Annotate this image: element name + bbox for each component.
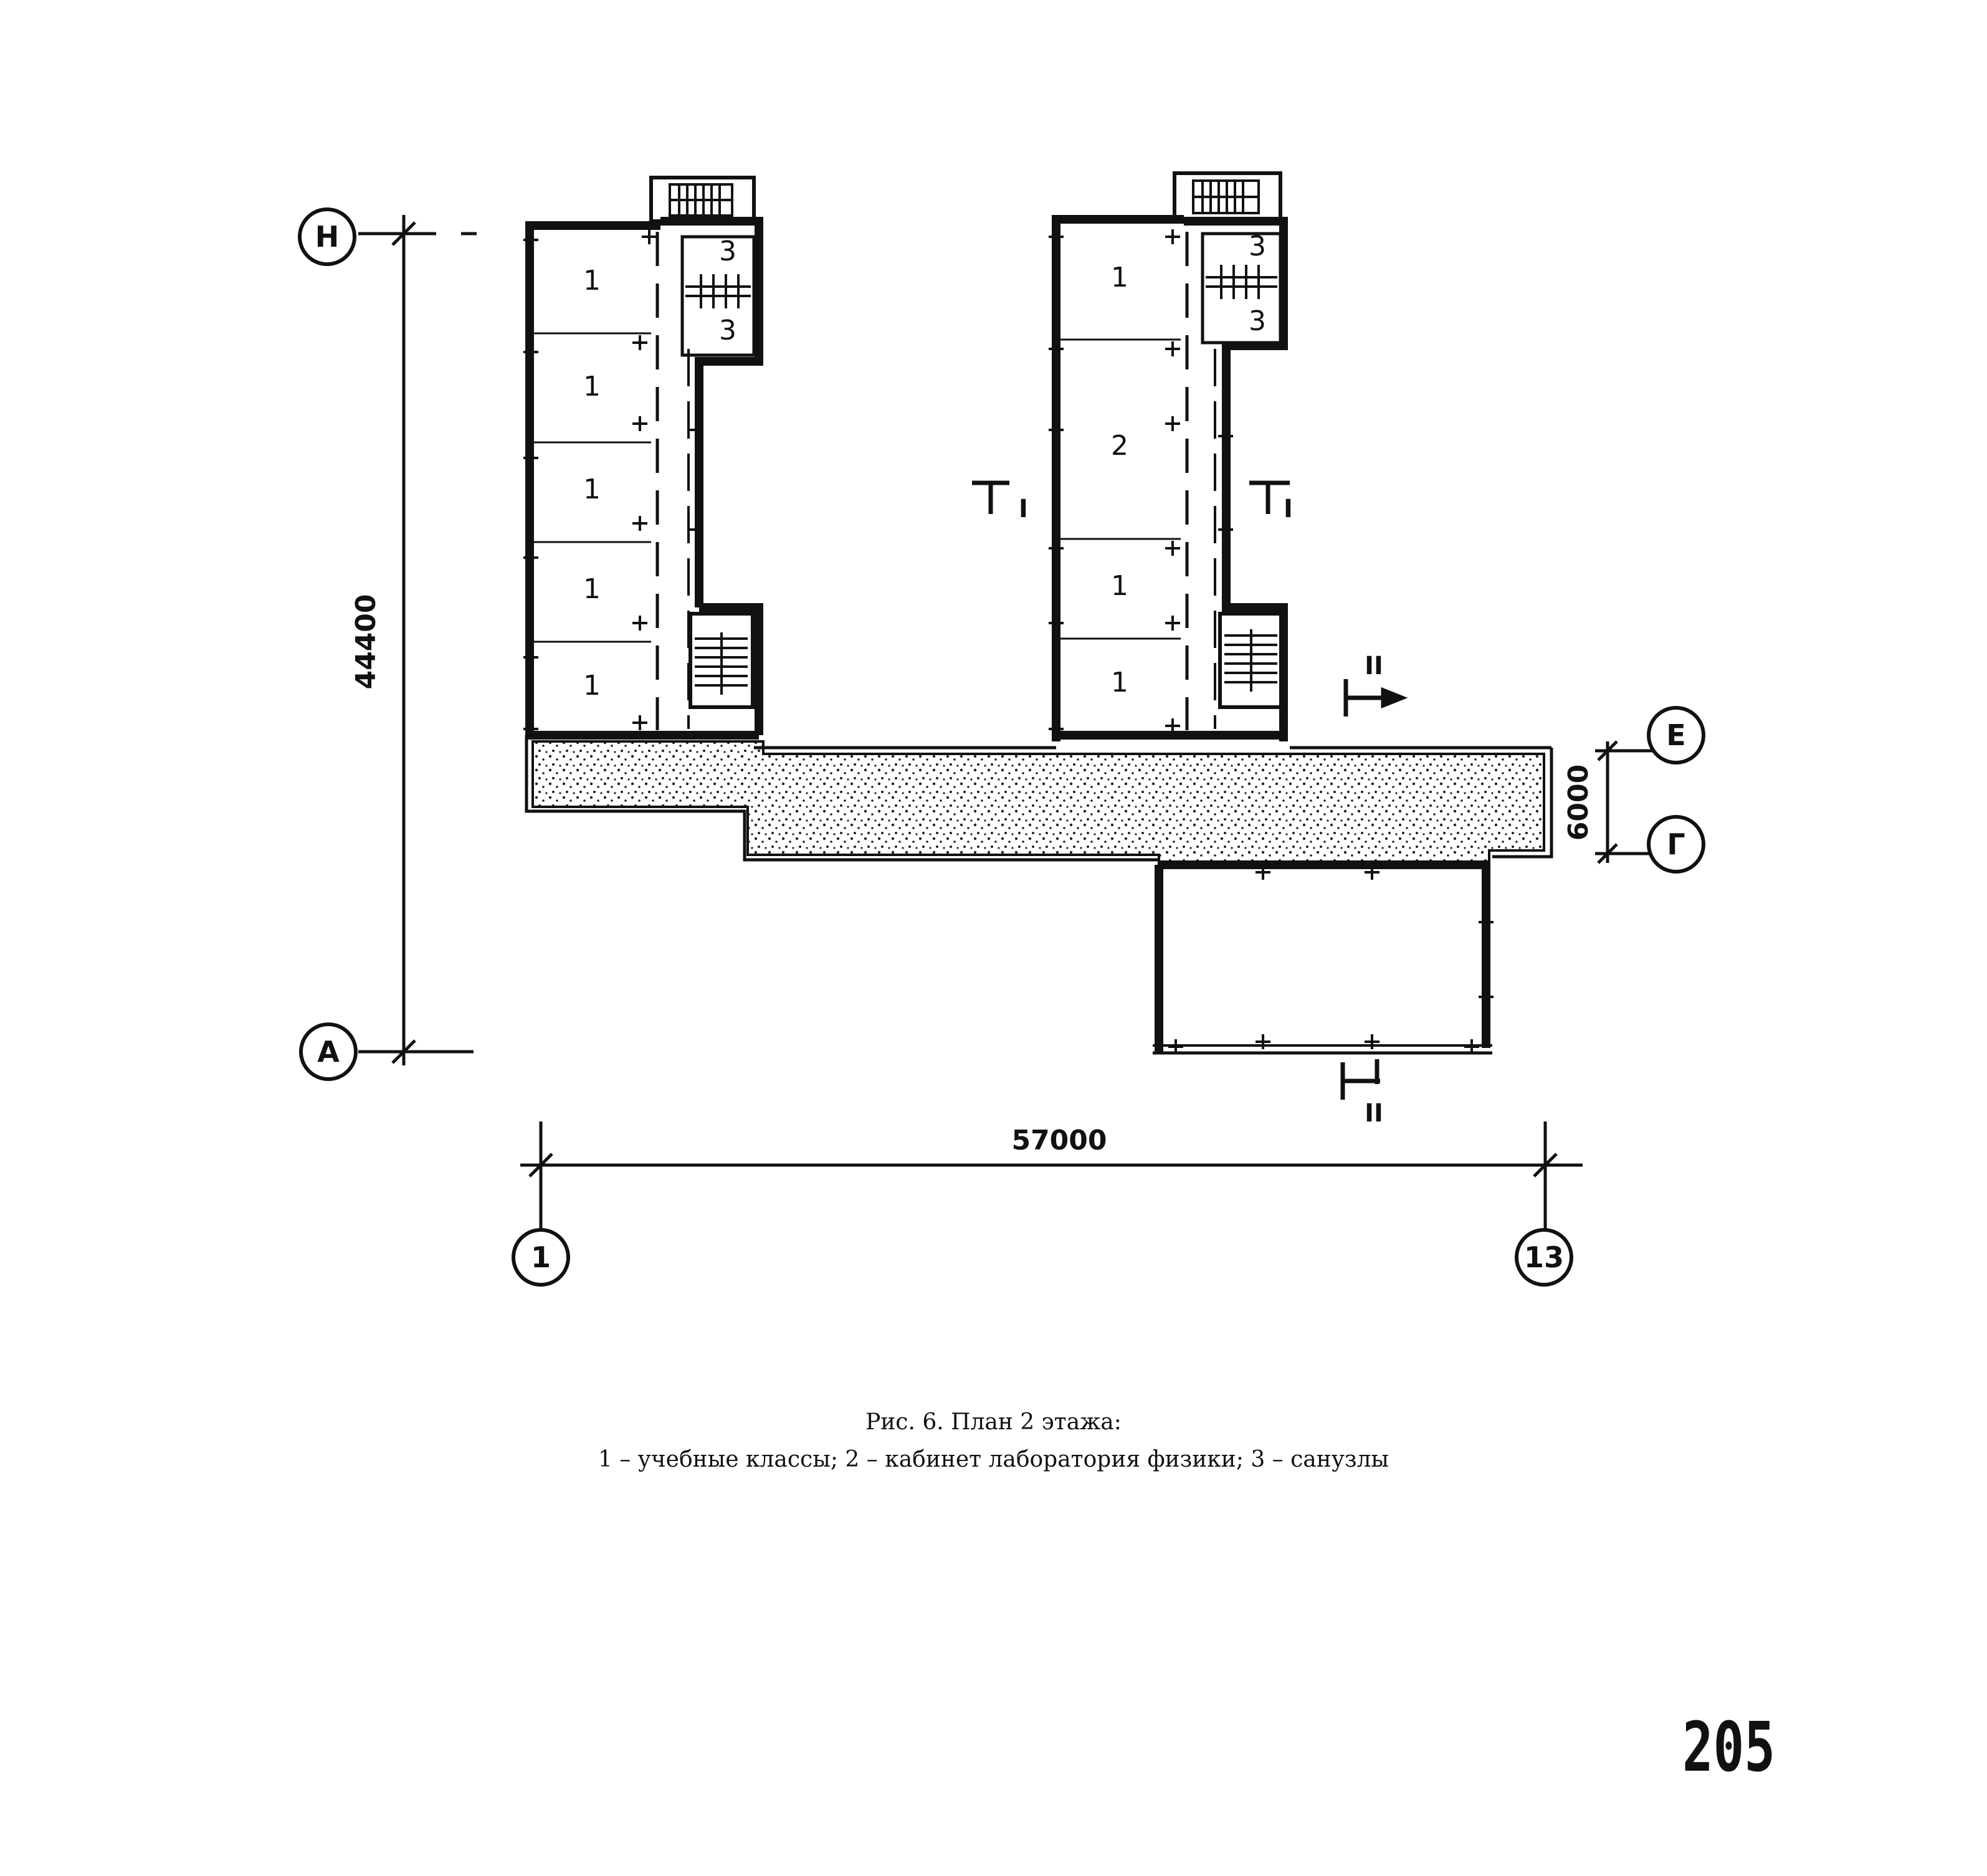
corridor-dimension <box>1595 740 1657 864</box>
section-mark-upper-ii <box>1343 679 1408 717</box>
section-mark-lower-ii <box>1340 1059 1380 1100</box>
room-label: 1 <box>583 670 601 702</box>
room-label: 1 <box>583 474 601 505</box>
figure-caption-title: Рис. 6. План 2 этажа: <box>865 1409 1122 1435</box>
section-mark-right <box>1249 480 1290 514</box>
room-label: 3 <box>1249 305 1266 337</box>
horizontal-dimension <box>520 1121 1583 1243</box>
axis-marker-col-right: 13 <box>1515 1228 1573 1287</box>
axis-marker-row-e: Е <box>1647 706 1705 764</box>
hall-block <box>1153 860 1494 1055</box>
axis-marker-row-top: Н <box>298 207 356 266</box>
section-label: II <box>1365 652 1383 680</box>
corridor-hatch <box>531 740 1545 867</box>
section-label: I <box>1019 495 1028 523</box>
room-label: 3 <box>719 236 736 267</box>
room-label: 1 <box>1111 262 1128 293</box>
section-label: I <box>1284 495 1293 523</box>
room-label: 3 <box>719 315 736 346</box>
section-mark-left <box>972 480 1009 514</box>
right-wing: 1 2 1 1 3 3 <box>1049 171 1288 741</box>
room-label: 2 <box>1111 430 1128 462</box>
figure-caption-legend: 1 – учебные классы; 2 – кабинет лаборато… <box>598 1447 1389 1472</box>
svg-text:Г: Г <box>1667 827 1685 861</box>
room-label: 1 <box>583 265 601 297</box>
room-label: 1 <box>583 371 601 402</box>
svg-text:Н: Н <box>315 220 340 254</box>
dimension-overall-height: 44400 <box>350 594 382 689</box>
left-wing: 1 1 1 1 1 3 3 <box>523 176 763 740</box>
dimension-overall-width: 57000 <box>1011 1125 1107 1156</box>
dimension-corridor-width: 6000 <box>1563 764 1594 840</box>
svg-text:Е: Е <box>1666 718 1685 752</box>
room-label: 3 <box>1249 231 1266 262</box>
axis-marker-row-bottom: А <box>299 1022 358 1081</box>
room-label: 1 <box>583 573 601 605</box>
page-number: 205 <box>1682 1707 1776 1787</box>
section-label: II <box>1365 1099 1383 1128</box>
vertical-dimension <box>358 215 483 1065</box>
svg-text:13: 13 <box>1524 1240 1564 1274</box>
room-label: 1 <box>1111 667 1128 698</box>
axis-marker-col-left: 1 <box>512 1228 570 1287</box>
room-label: 1 <box>1111 570 1128 602</box>
corridor-outline <box>525 735 1553 862</box>
axis-marker-row-g: Г <box>1647 815 1705 874</box>
svg-text:1: 1 <box>531 1240 551 1274</box>
svg-text:А: А <box>317 1035 340 1069</box>
